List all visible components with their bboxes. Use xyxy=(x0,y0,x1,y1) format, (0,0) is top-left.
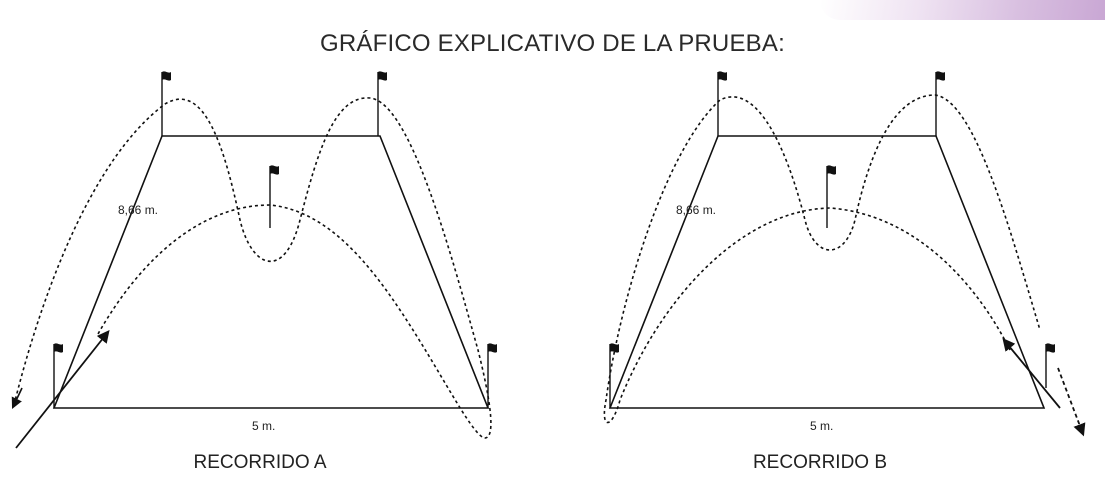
course-a-caption: RECORRIDO A xyxy=(193,452,327,473)
course-b-entry-arrow xyxy=(1002,338,1061,409)
course-a-dotted-path xyxy=(13,97,492,439)
course-b-flag-center xyxy=(826,165,836,228)
decorative-corner-swatch xyxy=(820,0,1105,20)
course-b-diagram: 8,66 m. 5 m. xyxy=(603,71,1086,437)
course-b-dotted-path xyxy=(603,94,1041,424)
course-a-side-label: 8,66 m. xyxy=(118,203,158,217)
course-b-flag-top-right xyxy=(935,71,945,136)
course-a-base-label: 5 m. xyxy=(252,419,275,433)
course-b-flag-top-left xyxy=(717,71,727,136)
course-b-flag-bottom-right xyxy=(1045,343,1055,388)
course-a-flag-top-right xyxy=(377,71,387,136)
course-a-flag-top-left xyxy=(161,71,171,136)
course-a-exit-arrow xyxy=(11,387,23,410)
course-a-trapezoid xyxy=(52,135,490,409)
course-b-caption: RECORRIDO B xyxy=(752,452,888,473)
course-a-flag-center xyxy=(269,165,279,228)
course-b-side-label: 8,66 m. xyxy=(676,203,716,217)
course-b-base-label: 5 m. xyxy=(810,419,833,433)
page-title: GRÁFICO EXPLICATIVO DE LA PRUEBA: xyxy=(320,30,785,57)
course-b-exit-arrow xyxy=(1057,367,1086,437)
course-a-flag-bottom-right xyxy=(487,343,497,408)
course-a-diagram: 8,66 m. 5 m. xyxy=(11,71,497,449)
course-a-entry-arrow xyxy=(15,330,110,449)
course-a-flag-bottom-left xyxy=(53,343,63,408)
